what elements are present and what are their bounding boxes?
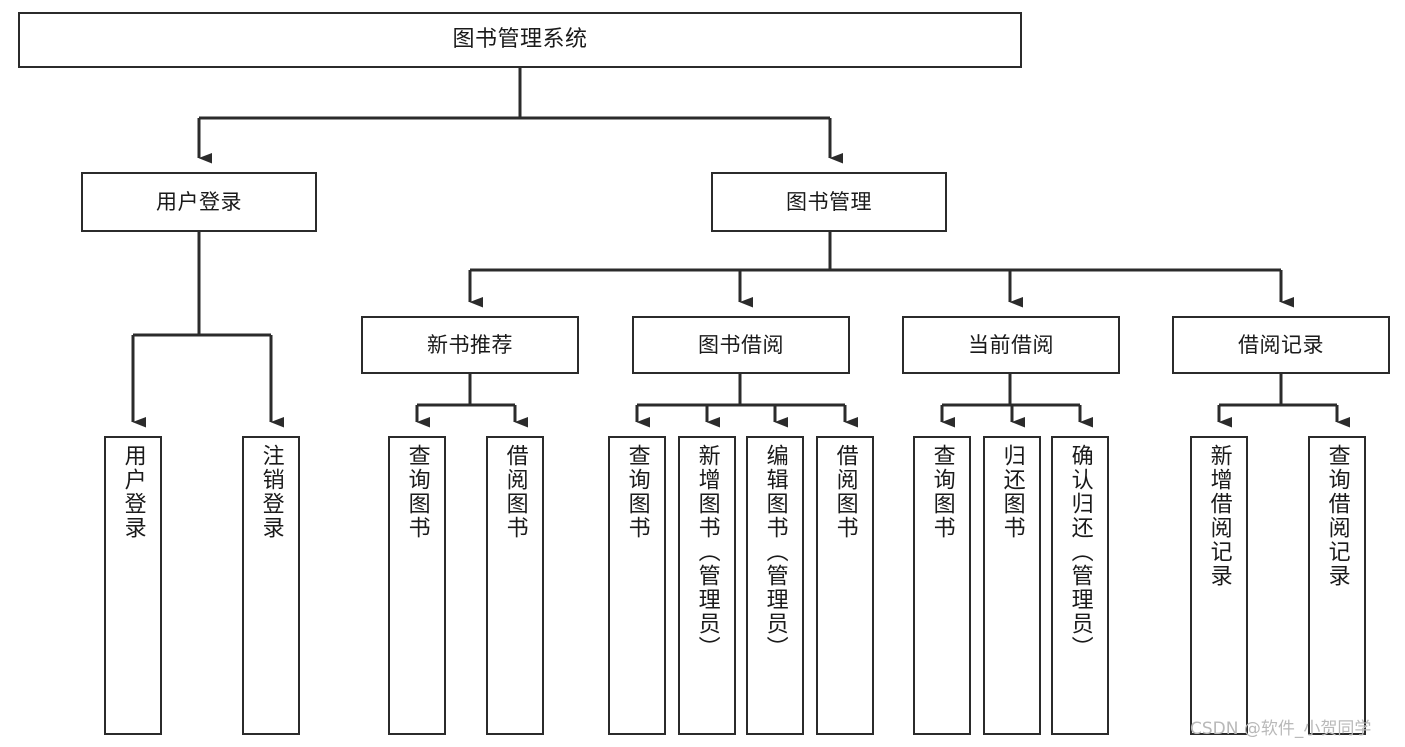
leaf-edit-book-admin-label: 编辑图书（管理员） [762, 444, 788, 660]
leaf-confirm-return-admin-label: 确认归还（管理员） [1067, 444, 1093, 660]
leaf-logout-label: 注销登录 [258, 444, 284, 540]
node-current-borrow[interactable]: 当前借阅 [902, 316, 1120, 374]
leaf-query-book-cb[interactable]: 查询图书 [913, 436, 971, 735]
leaf-user-login[interactable]: 用户登录 [104, 436, 162, 735]
leaf-query-book-bb[interactable]: 查询图书 [608, 436, 666, 735]
leaf-query-book-bb-label: 查询图书 [624, 444, 650, 540]
leaf-add-borrow-record[interactable]: 新增借阅记录 [1190, 436, 1248, 735]
leaf-logout[interactable]: 注销登录 [242, 436, 300, 735]
leaf-edit-book-admin[interactable]: 编辑图书（管理员） [746, 436, 804, 735]
leaf-query-borrow-record-label: 查询借阅记录 [1324, 444, 1350, 588]
node-book-management-label: 图书管理 [786, 189, 872, 214]
csdn-watermark: CSDN @软件_小贺同学 [1190, 719, 1372, 739]
leaf-borrow-book-nbr-label: 借阅图书 [502, 444, 528, 540]
leaf-return-book[interactable]: 归还图书 [983, 436, 1041, 735]
node-user-login-label: 用户登录 [156, 189, 242, 214]
leaf-confirm-return-admin[interactable]: 确认归还（管理员） [1051, 436, 1109, 735]
node-book-borrow[interactable]: 图书借阅 [632, 316, 850, 374]
node-borrow-record-label: 借阅记录 [1238, 332, 1324, 357]
leaf-query-book-nbr-label: 查询图书 [404, 444, 430, 540]
node-book-borrow-label: 图书借阅 [698, 332, 784, 357]
leaf-add-borrow-record-label: 新增借阅记录 [1206, 444, 1232, 588]
node-user-login[interactable]: 用户登录 [81, 172, 317, 232]
node-new-book-recommend-label: 新书推荐 [427, 332, 513, 357]
leaf-add-book-admin-label: 新增图书（管理员） [694, 444, 720, 660]
leaf-query-borrow-record[interactable]: 查询借阅记录 [1308, 436, 1366, 735]
node-root-label: 图书管理系统 [452, 27, 588, 53]
node-new-book-recommend[interactable]: 新书推荐 [361, 316, 579, 374]
leaf-add-book-admin[interactable]: 新增图书（管理员） [678, 436, 736, 735]
leaf-query-book-cb-label: 查询图书 [929, 444, 955, 540]
node-borrow-record[interactable]: 借阅记录 [1172, 316, 1390, 374]
leaf-borrow-book-bb[interactable]: 借阅图书 [816, 436, 874, 735]
node-book-management[interactable]: 图书管理 [711, 172, 947, 232]
leaf-borrow-book-nbr[interactable]: 借阅图书 [486, 436, 544, 735]
node-current-borrow-label: 当前借阅 [968, 332, 1054, 357]
node-root[interactable]: 图书管理系统 [18, 12, 1022, 68]
leaf-borrow-book-bb-label: 借阅图书 [832, 444, 858, 540]
leaf-return-book-label: 归还图书 [999, 444, 1025, 540]
leaf-user-login-label: 用户登录 [120, 444, 146, 540]
leaf-query-book-nbr[interactable]: 查询图书 [388, 436, 446, 735]
